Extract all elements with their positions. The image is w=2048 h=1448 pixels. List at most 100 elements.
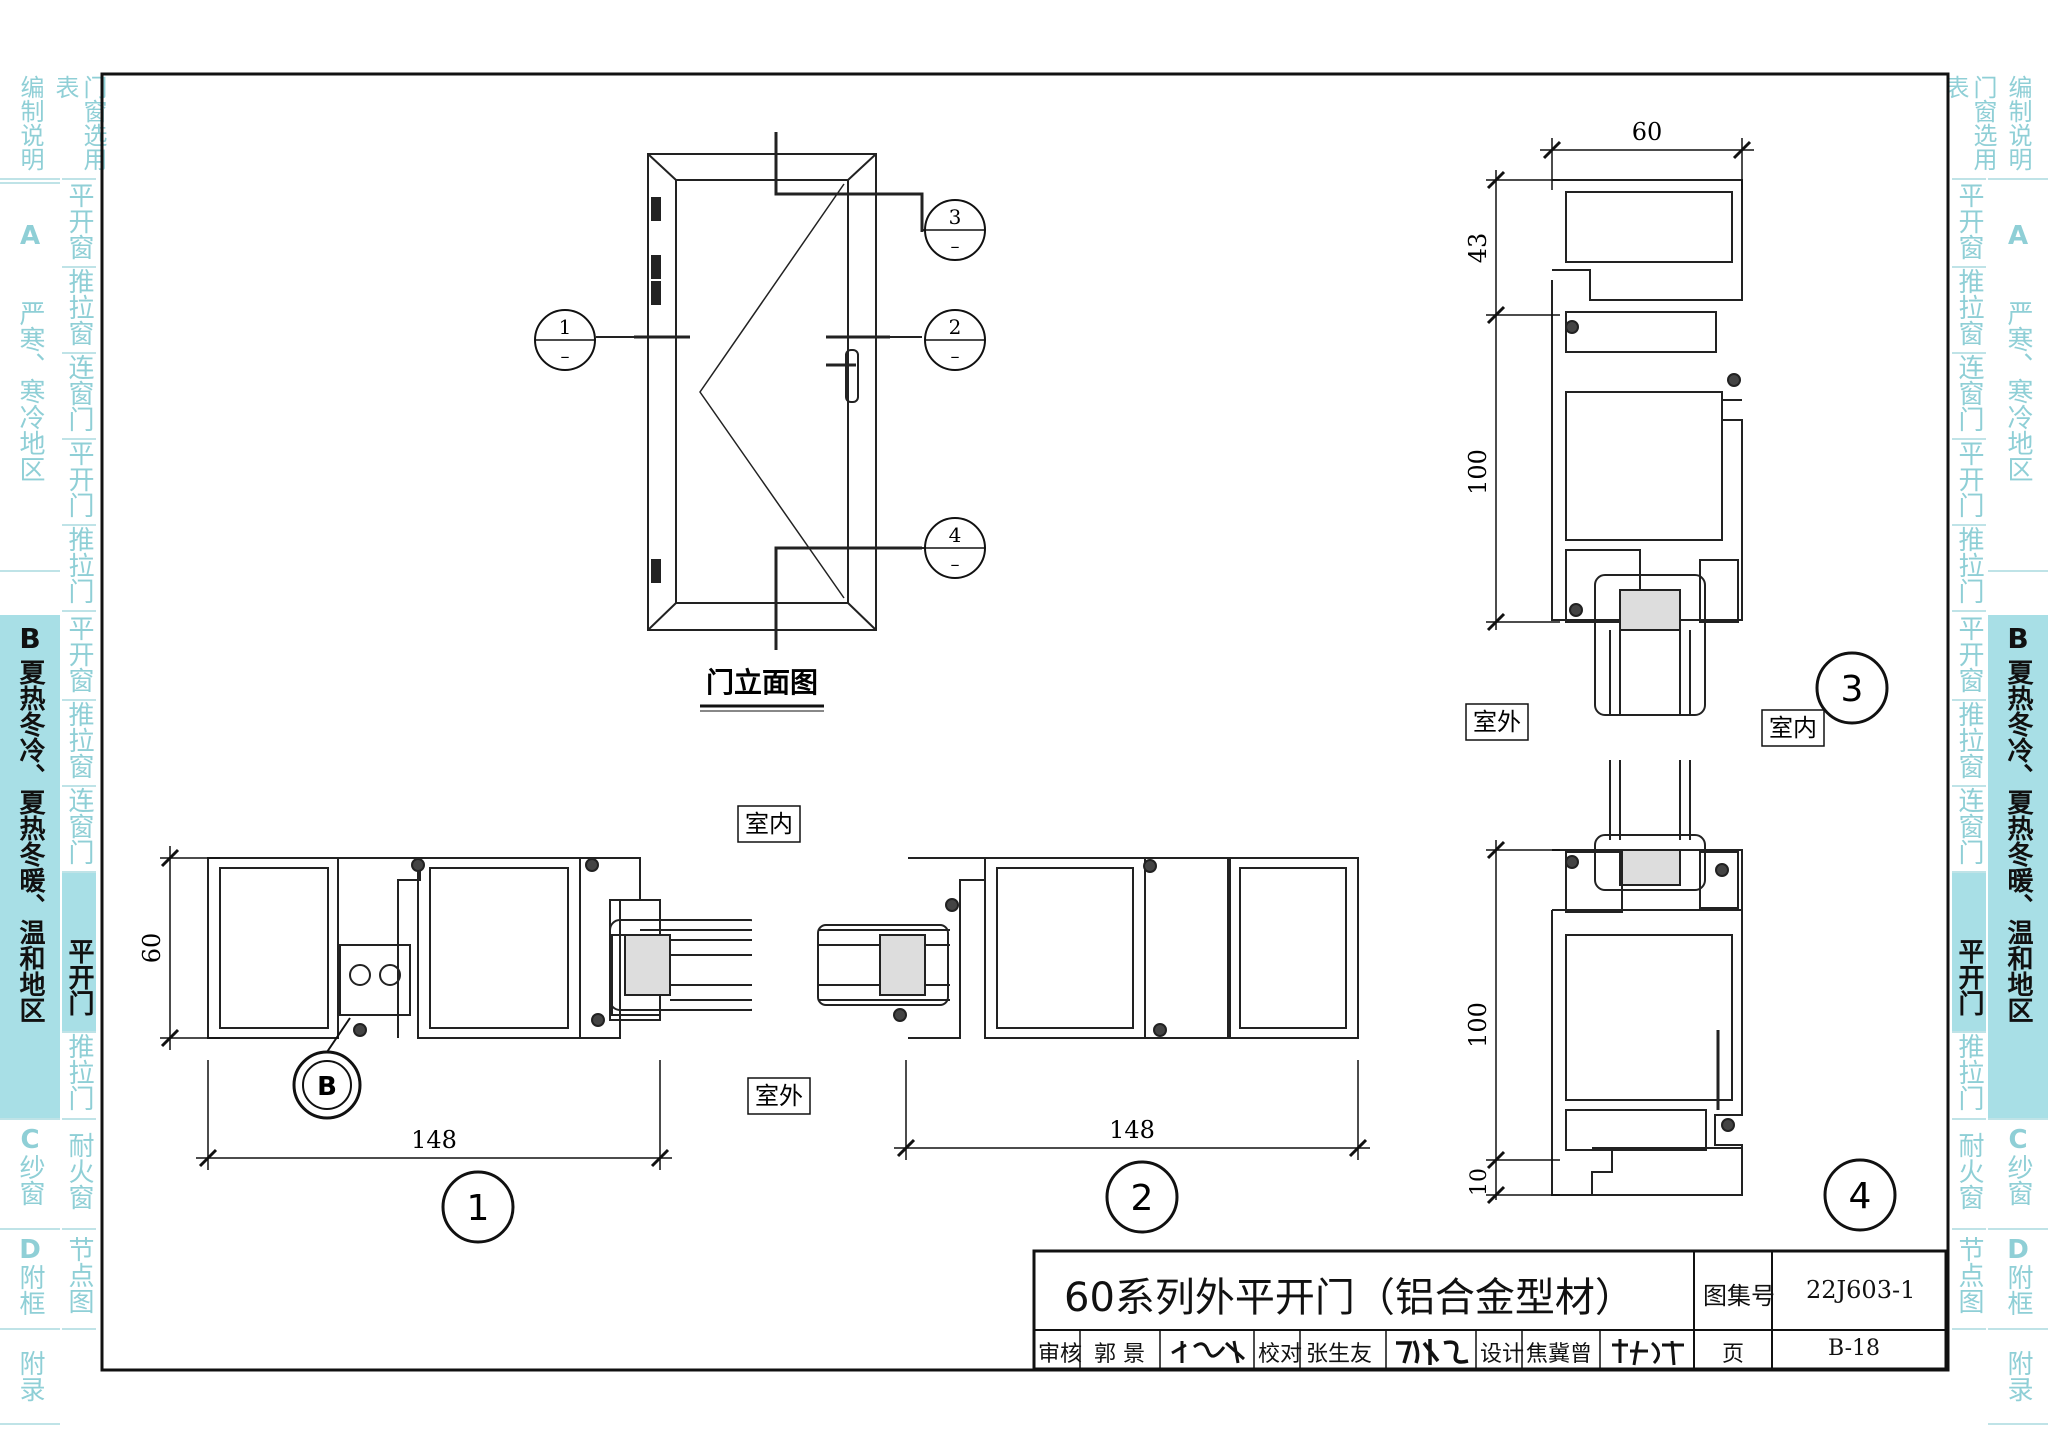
dims-vertical [1486, 138, 1754, 1205]
svg-text:1: 1 [559, 315, 572, 339]
svg-text:2: 2 [949, 315, 962, 339]
door-elevation [596, 132, 950, 650]
title-block [1032, 1249, 1948, 1371]
sheet-border [100, 72, 1950, 1372]
subtab-D-0[interactable]: 节点图 [62, 1230, 96, 1330]
reviewer-signature [1171, 1340, 1245, 1364]
svg-text:室外: 室外 [755, 1082, 803, 1110]
right-subtab-A-4[interactable]: 推拉门 [1952, 526, 1986, 612]
svg-text:3: 3 [1841, 669, 1864, 710]
svg-text:室内: 室内 [1769, 714, 1817, 742]
label-indoor-v: 室内 [1761, 709, 1825, 747]
tab-D[interactable]: D 附框 [0, 1230, 60, 1330]
label-outdoor-h: 室外 [747, 1077, 811, 1115]
subtab-A-4[interactable]: 推拉门 [62, 526, 96, 612]
dim-v-a: 43 [1464, 233, 1492, 264]
subtab-B-1[interactable]: 推拉窗 [62, 701, 96, 787]
detail-4-section [1551, 760, 1743, 1196]
right-subtab-B-2[interactable]: 连窗门 [1952, 787, 1986, 873]
elevation-title: 门立面图 [706, 666, 818, 699]
dims-detail-1 [160, 846, 672, 1170]
svg-text:–: – [951, 236, 960, 257]
subtab-B-3[interactable]: 平开门 [62, 873, 96, 1033]
designer-name: 焦冀曾 [1526, 1342, 1593, 1367]
label-indoor-h: 室内 [737, 805, 801, 843]
dim-v-b: 100 [1464, 449, 1492, 495]
break-gap-v [1540, 720, 1760, 760]
svg-text:B: B [317, 1072, 337, 1102]
detail-1-section [207, 857, 761, 1039]
right-tab-A[interactable]: A 严寒、寒冷地区 [1988, 182, 2048, 572]
svg-text:室外: 室外 [1473, 708, 1521, 736]
right-subtab-A-2[interactable]: 连窗门 [1952, 354, 1986, 440]
subtab-A-0[interactable]: 平开窗 [62, 182, 96, 268]
svg-text:4: 4 [949, 523, 962, 547]
tab-appendix[interactable]: 附录 [0, 1330, 60, 1425]
right-tab-D[interactable]: D 附框 [1988, 1230, 2048, 1330]
checker-name: 张生友 [1306, 1342, 1373, 1367]
atlas-number: 22J603-1 [1806, 1276, 1916, 1304]
right-tab-C[interactable]: C 纱窗 [1988, 1120, 2048, 1230]
dim-v-d: 10 [1467, 1168, 1492, 1196]
right-subtab-B-0[interactable]: 平开窗 [1952, 615, 1986, 701]
svg-text:4: 4 [1849, 1176, 1872, 1217]
callout-3: 3 – [924, 199, 986, 261]
subtab-B-4[interactable]: 推拉门 [62, 1033, 96, 1120]
svg-text:室内: 室内 [745, 810, 793, 838]
tab-intro[interactable]: 编制说明 [0, 75, 60, 180]
subtab-A-3[interactable]: 平开门 [62, 440, 96, 526]
dim-v-top: 60 [1632, 118, 1663, 146]
left-tab-bar: 编制说明 A 严寒、寒冷地区 B 夏热冬冷、夏热冬暖、温和地区 C 纱窗 D 附… [0, 75, 107, 1425]
dim-d1-depth: 60 [138, 933, 166, 964]
svg-text:1: 1 [467, 1188, 490, 1229]
right-tab-appendix[interactable]: 附录 [1988, 1330, 2048, 1425]
designer-signature [1612, 1339, 1684, 1366]
right-tab-bar: 门窗选用表 平开窗 推拉窗 连窗门 平开门 推拉门 平开窗 推拉窗 连窗门 平开… [1941, 75, 2048, 1425]
svg-text:2: 2 [1131, 1178, 1154, 1219]
detail-number-3: 3 [1815, 651, 1889, 725]
tab-selector[interactable] [0, 182, 60, 184]
drawing-title: 60系列外平开门（铝合金型材） [1064, 1275, 1635, 1321]
detail-number-1: 1 [441, 1170, 515, 1244]
svg-text:3: 3 [949, 205, 962, 229]
svg-text:–: – [951, 346, 960, 367]
atlas-label: 图集号 [1703, 1282, 1775, 1310]
reviewer-name: 郭 景 [1094, 1342, 1145, 1367]
check-label: 校对 [1258, 1342, 1303, 1367]
right-subtab-B-4[interactable]: 推拉门 [1952, 1033, 1986, 1120]
page-number: B-18 [1828, 1336, 1881, 1361]
tab-C[interactable]: C 纱窗 [0, 1120, 60, 1230]
right-tab-intro[interactable]: 编制说明 [1988, 75, 2048, 180]
subtab-B-2[interactable]: 连窗门 [62, 787, 96, 873]
right-subtab-selector[interactable]: 门窗选用表 [1941, 75, 1997, 180]
dim-v-c: 100 [1464, 1002, 1492, 1048]
tab-A[interactable]: A 严寒、寒冷地区 [0, 182, 60, 572]
right-subtab-A-0[interactable]: 平开窗 [1952, 182, 1986, 268]
callout-2: 2 – [924, 309, 986, 371]
detail-2-section [817, 857, 1359, 1039]
dims-detail-2 [894, 1060, 1370, 1160]
right-subtab-B-1[interactable]: 推拉窗 [1952, 701, 1986, 787]
design-label: 设计 [1480, 1342, 1525, 1367]
tab-B[interactable]: B 夏热冬冷、夏热冬暖、温和地区 [0, 615, 60, 1120]
detail-3-section [1551, 179, 1743, 716]
break-gap [752, 840, 816, 1050]
label-outdoor-v: 室外 [1465, 703, 1529, 741]
page-label: 页 [1722, 1342, 1745, 1367]
right-subtab-B-3[interactable]: 平开门 [1952, 873, 1986, 1033]
marker-b-leader [326, 1017, 351, 1053]
svg-text:–: – [561, 346, 570, 367]
right-subtab-C-0[interactable]: 耐火窗 [1952, 1120, 1986, 1230]
subtab-A-1[interactable]: 推拉窗 [62, 268, 96, 354]
subtab-A-2[interactable]: 连窗门 [62, 354, 96, 440]
right-subtab-D-0[interactable]: 节点图 [1952, 1230, 1986, 1330]
detail-number-2: 2 [1105, 1160, 1179, 1234]
subtab-B-0[interactable]: 平开窗 [62, 615, 96, 701]
right-subtab-A-3[interactable]: 平开门 [1952, 440, 1986, 526]
right-subtab-A-1[interactable]: 推拉窗 [1952, 268, 1986, 354]
subtab-C-0[interactable]: 耐火窗 [62, 1120, 96, 1230]
dim-d2-width: 148 [1109, 1116, 1155, 1144]
right-tab-B[interactable]: B 夏热冬冷、夏热冬暖、温和地区 [1988, 615, 2048, 1120]
svg-text:–: – [951, 554, 960, 575]
